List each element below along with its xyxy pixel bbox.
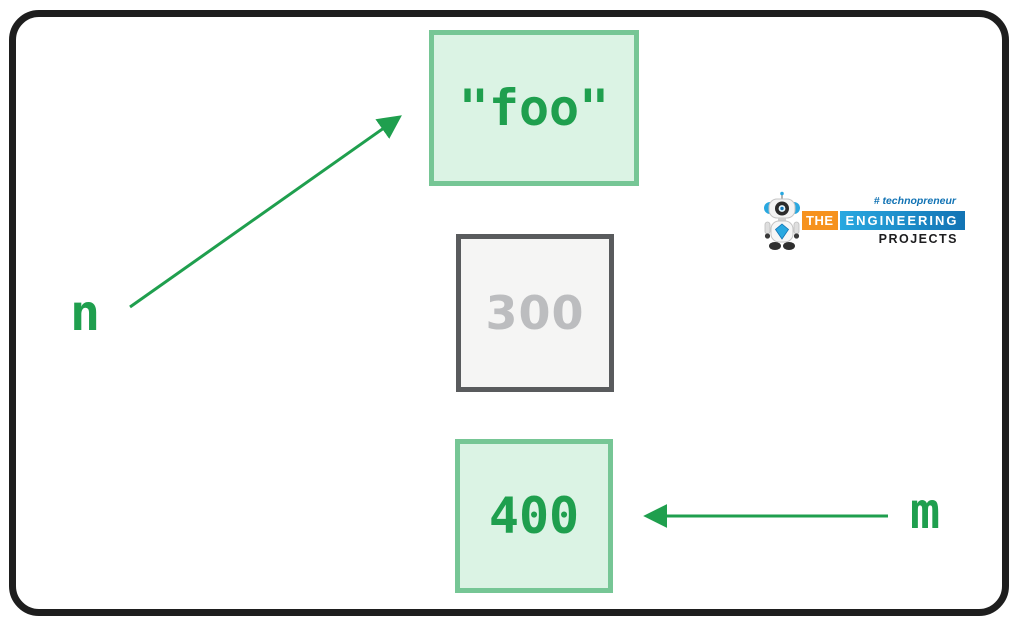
variable-m-label: m <box>910 482 941 540</box>
orphaned-object-box: 300 <box>456 234 614 392</box>
string-object-value: "foo" <box>458 79 610 137</box>
robot-mascot-icon <box>764 191 800 250</box>
variable-n-label: n <box>70 284 101 342</box>
int-object-box: 400 <box>455 439 613 593</box>
logo-wordmark: THE ENGINEERING <box>802 211 965 230</box>
logo-tagline: # technopreneur <box>873 195 956 207</box>
logo-word-engineering: ENGINEERING <box>839 211 965 230</box>
orphaned-object-value: 300 <box>485 286 585 340</box>
engineering-projects-logo: # technopreneur THE ENGINEERING PROJECTS <box>763 189 965 251</box>
rounded-frame-border <box>9 10 1009 616</box>
string-object-box: "foo" <box>429 30 639 186</box>
int-object-value: 400 <box>488 487 580 545</box>
logo-word-the: THE <box>802 211 838 230</box>
logo-word-projects: PROJECTS <box>878 232 958 246</box>
